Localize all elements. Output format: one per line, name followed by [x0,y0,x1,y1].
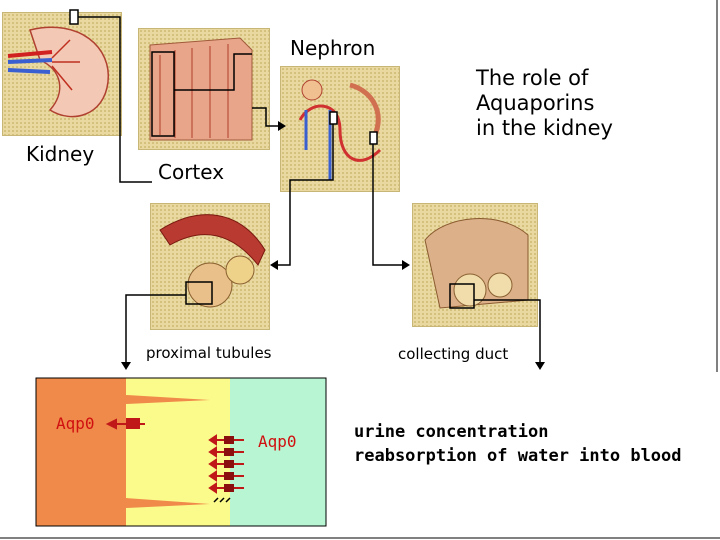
nephron-label: Nephron [290,36,376,60]
title-line-3: in the kidney [476,116,613,140]
note-water-reabsorption: reabsorption of water into blood [354,446,682,466]
proximal-drawing [159,214,266,308]
diagram-title: The role of Aquaporins in the kidney [476,66,613,141]
nephron-drawing [298,79,382,180]
proximal-tubules-label: proximal tubules [146,344,272,362]
collecting-duct-label: collecting duct [398,345,509,363]
kidney-label: Kidney [26,142,95,166]
cortex-label: Cortex [158,160,225,184]
aqp-right-label: Aqp0 [258,432,297,451]
function-notes: urine concentration reabsorption of wate… [354,420,682,468]
title-line-1: The role of [476,66,589,90]
collecting-drawing [424,218,529,309]
note-urine-concentration: urine concentration [354,422,549,442]
aqp-left-label: Aqp0 [56,414,95,433]
cell-diagram [35,377,327,527]
kidney-drawing [7,26,110,118]
cortex-drawing [149,37,253,141]
title-line-2: Aquaporins [476,91,595,115]
